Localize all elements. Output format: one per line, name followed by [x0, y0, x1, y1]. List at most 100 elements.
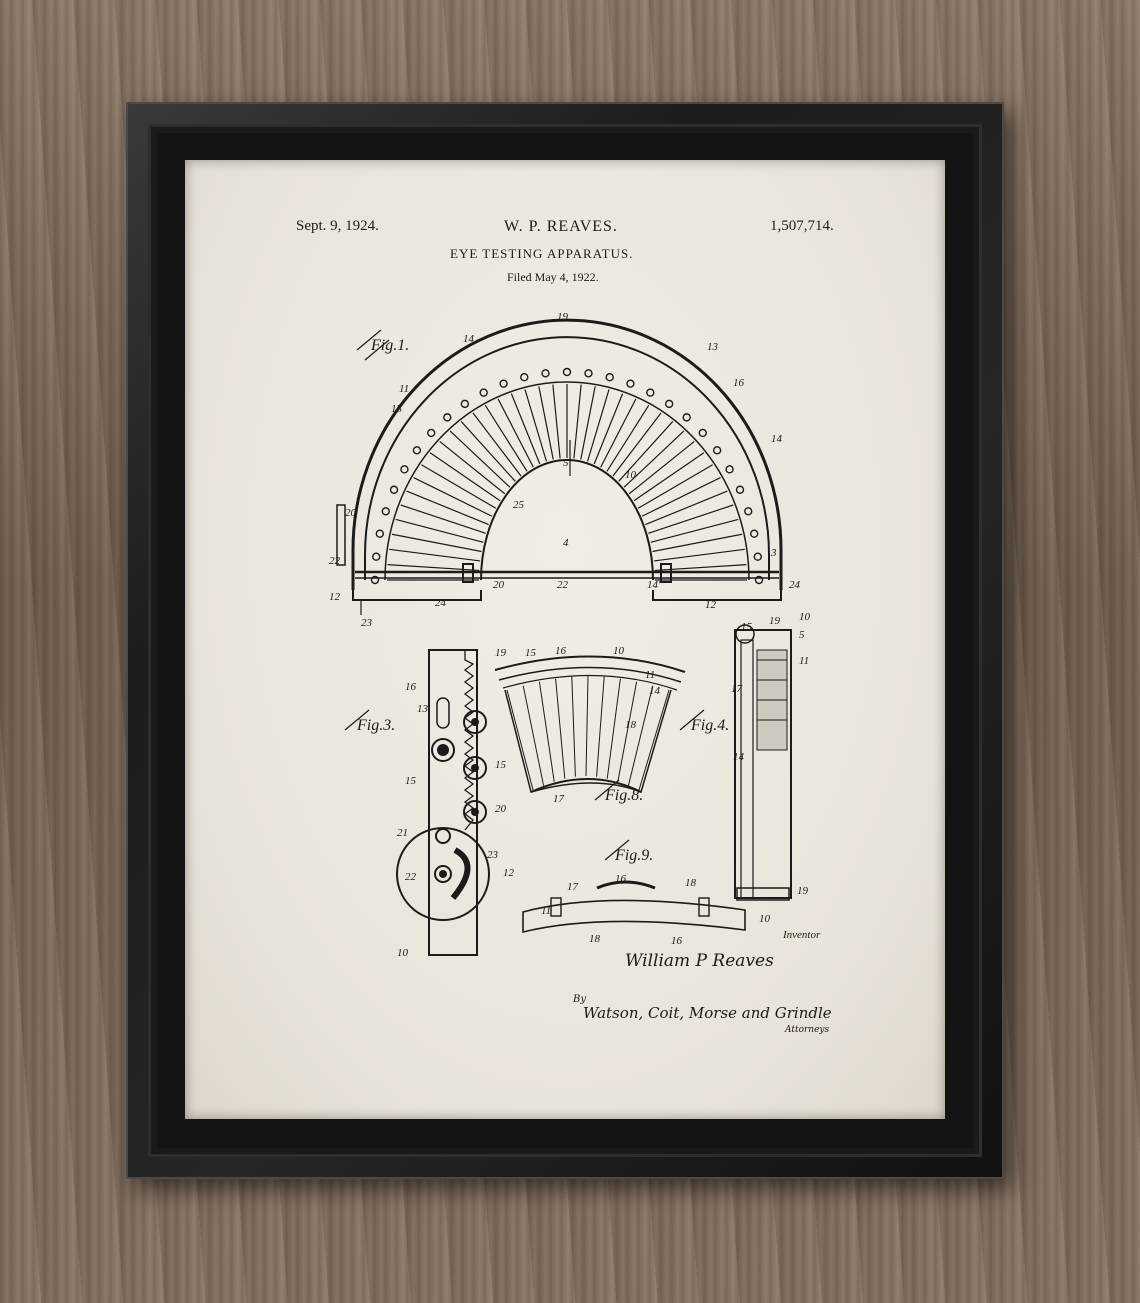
reference-numeral: 20: [493, 579, 505, 591]
reference-numeral: 23: [361, 617, 373, 629]
fan-section-line: [638, 689, 670, 791]
reference-numeral: 15: [525, 647, 537, 659]
fan-spoke: [580, 386, 596, 460]
reference-numeral: 15: [495, 759, 507, 771]
patent-inventor: W. P. REAVES.: [504, 218, 618, 235]
reference-numeral: 14: [649, 685, 661, 697]
fan-section-line: [606, 678, 621, 779]
fan-spoke: [439, 440, 506, 495]
fan-spoke: [497, 398, 534, 468]
patent-filed-date: Filed May 4, 1922.: [507, 270, 599, 284]
fan-spoke: [510, 393, 541, 465]
reference-numeral: 5: [563, 457, 569, 469]
reference-numeral: 14: [463, 333, 475, 345]
fan-spoke: [460, 421, 516, 482]
fan-section-line: [506, 689, 534, 791]
patent-title: EYE TESTING APPARATUS.: [450, 246, 634, 261]
attorneys-prefix: By: [572, 994, 586, 1005]
sprocket-bead: [584, 369, 593, 378]
reference-numeral: 20: [495, 803, 507, 815]
fan-spoke: [538, 386, 554, 460]
fan-section-line: [555, 678, 566, 779]
reference-numeral: 16: [555, 645, 567, 657]
reference-numeral: 19: [797, 885, 809, 897]
fan-spoke: [641, 477, 721, 517]
figure-3-rack-strip: [396, 649, 490, 956]
reference-numeral: 22: [405, 871, 417, 883]
fig8-label: Fig.8.: [604, 787, 643, 804]
sprocket-bead: [427, 428, 436, 438]
reference-numeral: 11: [399, 383, 409, 395]
patent-print: Sept. 9, 1924. W. P. REAVES. 1,507,714. …: [185, 160, 945, 1119]
reference-numeral: 15: [741, 621, 753, 633]
fan-section-line: [617, 681, 638, 782]
sprocket-bead: [400, 465, 409, 474]
reference-numeral: 17: [731, 683, 743, 695]
sprocket-bead: [682, 413, 691, 422]
fan-spoke: [413, 477, 493, 517]
fan-section-line: [585, 675, 589, 777]
sprocket-bead: [541, 369, 550, 378]
reference-numeral: 19: [769, 615, 781, 627]
figure-8-fan-section: [494, 655, 686, 793]
sprocket-bead: [753, 552, 762, 561]
fig3-label: Fig.3.: [356, 717, 395, 734]
figure-4-vertical-section: [734, 624, 792, 901]
fig9-label: Fig.9.: [614, 847, 653, 864]
patent-drawing: Fig.1. Fig.3. Fig.4. Fig.8. Fig.9. 19141…: [329, 311, 832, 1035]
reference-numeral: 13: [417, 703, 429, 715]
fan-spoke: [406, 490, 489, 526]
reference-numeral: 12: [705, 599, 717, 611]
reference-numeral: 16: [671, 935, 683, 947]
patent-date: Sept. 9, 1924.: [296, 218, 379, 234]
inventor-label: Inventor: [782, 929, 821, 941]
sprocket-bead: [605, 373, 614, 382]
reference-numeral: 13: [707, 341, 719, 353]
reference-numeral: 4: [563, 537, 569, 549]
reference-numeral: 10: [625, 469, 637, 481]
figure-9-cross-section: [522, 880, 746, 934]
fan-spoke: [472, 412, 522, 477]
fan-spoke: [421, 464, 497, 509]
fan-spoke: [652, 533, 743, 553]
fan-spoke: [395, 518, 484, 543]
sprocket-bead: [754, 575, 764, 585]
fan-spoke: [648, 504, 734, 534]
fan-spoke: [633, 452, 705, 502]
fan-spoke: [593, 393, 624, 465]
attorneys-signature: Watson, Coit, Morse and Grindle: [583, 1004, 832, 1022]
fan-spoke: [650, 518, 739, 543]
fan-spoke: [612, 412, 662, 477]
reference-numeral: 20: [345, 507, 357, 519]
fan-spoke: [400, 504, 486, 534]
reference-numeral: 10: [759, 913, 771, 925]
sprocket-bead: [381, 507, 390, 516]
fig1-label: Fig.1.: [370, 337, 409, 354]
attorneys-label: Attorneys: [784, 1025, 830, 1035]
sprocket-bead: [499, 379, 508, 388]
figure-label-marks: [344, 329, 705, 861]
fan-section-line: [596, 676, 605, 777]
sprocket-bead: [664, 399, 674, 409]
fan-spoke: [573, 384, 582, 459]
fan-spoke: [484, 405, 528, 472]
reference-numeral: 14: [733, 751, 745, 763]
fan-spoke: [552, 384, 561, 459]
sprocket-bead: [725, 465, 734, 474]
fan-spoke: [628, 440, 695, 495]
reference-numeral: 21: [397, 827, 408, 839]
sprocket-bead: [372, 552, 381, 561]
reference-numeral: 19: [557, 311, 569, 323]
fan-spoke: [637, 464, 713, 509]
reference-numeral: 19: [495, 647, 507, 659]
reference-numeral: 17: [567, 881, 579, 893]
reference-numeral: 12: [329, 591, 341, 603]
fan-spoke: [387, 564, 480, 572]
sprocket-bead: [412, 446, 422, 455]
reference-numeral: 22: [329, 555, 341, 567]
sprocket-bead: [735, 485, 745, 494]
reference-numeral: 18: [685, 877, 697, 889]
fan-section-line: [538, 681, 555, 782]
reference-numeral: 11: [799, 655, 809, 667]
sprocket-bead: [520, 373, 529, 382]
